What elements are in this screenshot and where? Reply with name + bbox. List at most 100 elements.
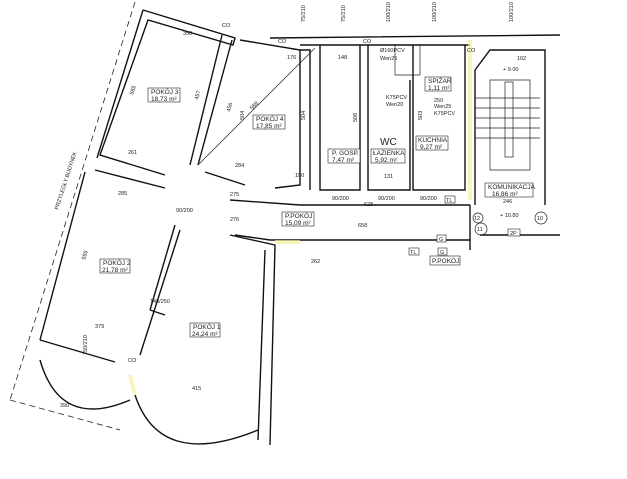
svg-text:P.POKÓJ: P.POKÓJ [432,256,459,265]
svg-text:CO: CO [467,48,476,54]
svg-text:504: 504 [240,111,246,120]
svg-text:G: G [440,250,444,256]
wall-pokoj1 [149,224,276,446]
room-pokoj-2: POKÓJ 221,78 m² [99,258,131,274]
svg-text:ŁAZIENKA: ŁAZIENKA [373,150,405,157]
svg-text:456: 456 [226,102,234,112]
svg-text:CO: CO [278,39,287,45]
svg-text:10: 10 [537,216,543,222]
dim-line-bottom [9,399,121,431]
svg-text:Wen20: Wen20 [386,102,403,108]
room-pokoj-4: POKÓJ 417,85 m² [252,114,286,130]
wall-corridor [229,199,560,250]
svg-text:150/210: 150/210 [83,335,89,355]
svg-text:K75PCV: K75PCV [386,95,407,101]
svg-text:TL: TL [410,250,416,256]
svg-text:15,09 m²: 15,09 m² [285,220,311,227]
level-10-80: + 10.80 [500,213,519,219]
svg-text:90/200: 90/200 [378,196,395,202]
svg-text:658: 658 [358,223,367,229]
svg-text:7,47 m²: 7,47 m² [332,157,355,164]
svg-text:1,11 m²: 1,11 m² [428,85,450,92]
svg-text:102: 102 [517,56,526,62]
wall-pgosp [319,45,361,191]
svg-text:TL: TL [446,198,452,204]
svg-text:595: 595 [81,250,90,261]
svg-text:588: 588 [249,101,260,112]
svg-text:100/210: 100/210 [386,2,392,22]
svg-text:131: 131 [384,174,393,180]
svg-text:5,92 m²: 5,92 m² [375,157,398,164]
svg-text:24,24 m²: 24,24 m² [192,331,218,338]
svg-text:11: 11 [477,227,483,233]
svg-text:457: 457 [194,90,202,100]
svg-text:12: 12 [474,216,480,222]
svg-text:262: 262 [311,259,320,265]
wall-spizar [394,45,421,76]
svg-text:285: 285 [118,191,127,197]
svg-text:KUCHNIA: KUCHNIA [418,137,448,144]
bay-pokoj1 [134,394,259,445]
svg-text:SPIŻAR: SPIŻAR [428,76,452,85]
svg-text:275: 275 [230,192,239,198]
wall-pokoj4 [204,39,311,190]
bay-pokoj2 [39,359,131,410]
svg-text:140/250: 140/250 [150,299,170,305]
svg-text:585: 585 [129,85,138,96]
svg-text:379: 379 [95,324,104,330]
svg-text:Wen25: Wen25 [434,104,451,110]
svg-text:261: 261 [128,150,137,156]
highlight [128,40,472,396]
markers: CO CO CO CO CO WC 11 12 10 2P G G TL TL [128,23,548,364]
svg-text:415: 415 [192,386,201,392]
svg-text:Wen25: Wen25 [380,56,397,62]
dimensions: 350 585 457 456 588 261 284 176 150 285 … [60,2,526,409]
stair-well [504,81,514,158]
svg-text:75/210: 75/210 [341,5,347,22]
svg-text:90/200: 90/200 [420,196,437,202]
svg-text:90/200: 90/200 [332,196,349,202]
svg-text:350: 350 [183,31,192,37]
room-pokoj-1: POKÓJ 124,24 m² [189,322,221,338]
svg-text:176: 176 [287,55,296,61]
wall-pokoj3-4-divider [189,34,233,166]
svg-text:75/210: 75/210 [301,5,307,22]
room-pokoj-3: POKÓJ 318,73 m² [147,87,181,103]
svg-text:276: 276 [230,217,239,223]
svg-text:628: 628 [364,202,373,208]
svg-text:POKÓJ 3: POKÓJ 3 [151,87,179,96]
svg-text:WC: WC [380,137,397,148]
room-p-gosp: P. GOSP.7,47 m² [327,148,361,164]
svg-text:503: 503 [418,111,424,120]
svg-text:CO: CO [222,23,231,29]
svg-text:POKÓJ 1: POKÓJ 1 [193,322,221,331]
svg-text:90/200: 90/200 [176,208,193,214]
svg-text:250: 250 [434,98,443,104]
svg-text:390: 390 [60,403,69,409]
diag-pokoj4 [197,47,316,166]
svg-text:17,85 m²: 17,85 m² [256,123,282,130]
svg-text:P.POKÓJ: P.POKÓJ [285,211,312,220]
svg-text:100/210: 100/210 [509,2,515,22]
svg-text:CO: CO [363,39,372,45]
svg-text:Ø160PCV: Ø160PCV [380,48,405,54]
svg-text:POKÓJ 4: POKÓJ 4 [256,114,284,123]
svg-text:G: G [439,237,443,243]
wall-top-right [269,34,561,46]
svg-text:150: 150 [295,173,304,179]
level-9: + 9.00 [503,67,518,73]
svg-text:504: 504 [301,111,307,120]
svg-text:POKÓJ 2: POKÓJ 2 [103,258,131,267]
svg-text:9,27 m²: 9,27 m² [420,144,443,151]
wall-pokoj3 [96,9,236,176]
svg-text:148: 148 [338,55,347,61]
adjacent-building-line [9,1,136,401]
svg-text:KOMUNIKACJA: KOMUNIKACJA [488,184,536,191]
svg-text:284: 284 [235,163,244,169]
